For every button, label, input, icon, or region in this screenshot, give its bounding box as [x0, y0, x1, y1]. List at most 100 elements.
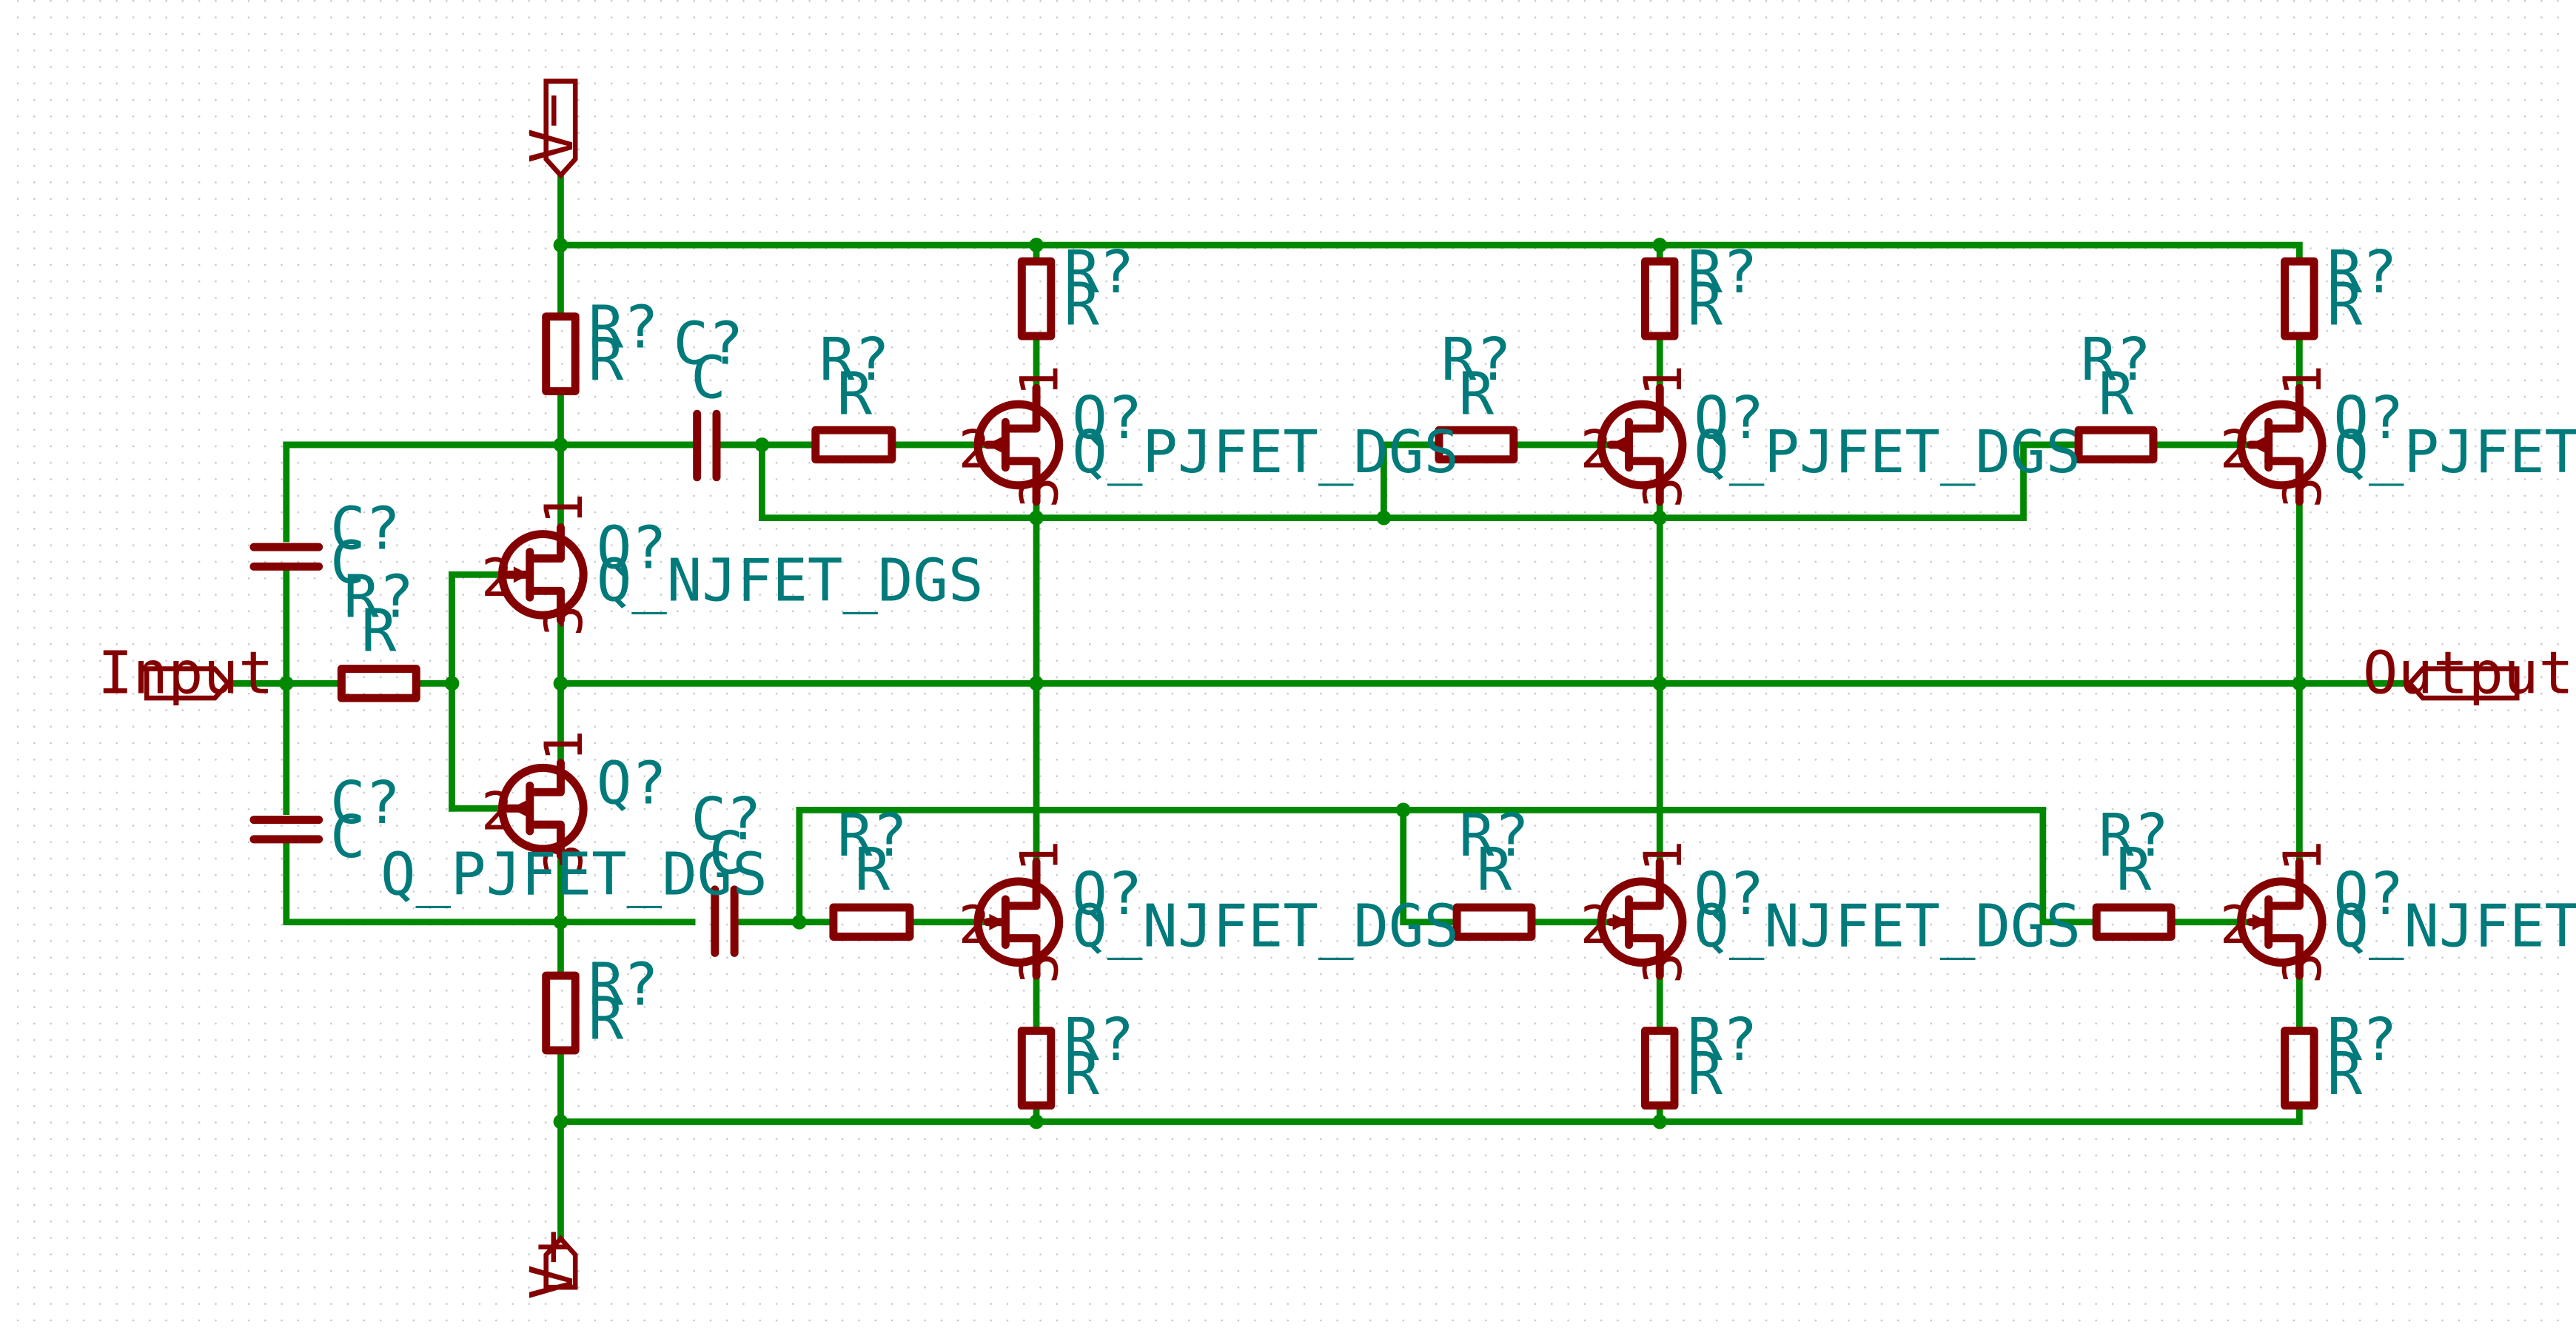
value-q-bot-2: Q_NJFET_DGS [1694, 893, 2081, 961]
value-r-bias-bottom: R [588, 985, 624, 1053]
capacitor-c-in-bottom[interactable] [249, 816, 323, 844]
value-r-gate-top-3: R [2099, 360, 2134, 428]
port-vplus[interactable]: V+ [518, 1229, 586, 1300]
svg-text:3: 3 [2273, 953, 2333, 984]
transistors [498, 383, 2327, 980]
svg-text:1: 1 [1633, 840, 1694, 871]
svg-text:1: 1 [534, 730, 594, 761]
value-c-in-top: C [330, 528, 366, 597]
svg-text:2: 2 [1580, 420, 1611, 480]
transistor-q-top-3[interactable] [2236, 383, 2327, 506]
ref-q-top-2: Q? [1694, 384, 1764, 452]
resistor-r-src-top-1[interactable] [1017, 257, 1056, 340]
component-labels: R? R R? R R? R C? C C? C C? C C? C Q? Q_… [330, 238, 2576, 1108]
ref-r-src-top-3: R? [2327, 238, 2398, 306]
ref-c-in-bottom: C? [330, 769, 400, 837]
resistor-r-gate-top-3[interactable] [2074, 426, 2158, 464]
svg-text:2: 2 [1580, 895, 1611, 956]
resistor-r-bias-bottom[interactable] [542, 971, 580, 1055]
svg-text:2: 2 [481, 548, 512, 608]
resistor-r-gate-bot-1[interactable] [829, 903, 914, 941]
ref-q-bot-3: Q? [2333, 860, 2404, 928]
port-vminus-label: V− [518, 93, 586, 164]
port-input[interactable]: Input [98, 639, 274, 707]
pin-numbers: 1 2 3 1 2 3 1 2 3 1 2 3 1 2 3 1 2 3 1 2 … [481, 365, 2333, 984]
svg-text:1: 1 [1010, 365, 1070, 396]
transistor-q-in-p[interactable] [498, 759, 588, 860]
value-q-in-p: Q_PJFET_DGS [380, 840, 768, 908]
resistor-r-gate-top-1[interactable] [811, 426, 896, 464]
svg-text:3: 3 [1633, 477, 1694, 508]
resistors [337, 257, 2318, 1110]
value-r-bias-top: R [588, 326, 624, 394]
svg-text:2: 2 [2220, 420, 2251, 480]
port-output[interactable]: Output [2363, 639, 2574, 707]
value-r-gate-top-1: R [837, 360, 873, 428]
value-r-gate-bot-3: R [2116, 836, 2152, 904]
transistor-q-top-2[interactable] [1597, 383, 1687, 506]
resistor-r-src-bot-3[interactable] [2281, 1027, 2318, 1110]
svg-text:1: 1 [2273, 840, 2333, 871]
value-r-gate-bot-2: R [1477, 836, 1512, 904]
ref-q-in-p: Q? [597, 750, 667, 818]
grid-background [16, 0, 2560, 1336]
value-c-couple-top: C [691, 343, 726, 412]
ref-q-top-3: Q? [2333, 384, 2404, 452]
port-vplus-label: V+ [518, 1229, 586, 1300]
svg-text:1: 1 [534, 493, 594, 524]
ref-q-in-n: Q? [597, 514, 667, 583]
value-q-top-2: Q_PJFET_DGS [1694, 418, 2081, 486]
ref-c-couple-top: C? [673, 309, 743, 377]
resistor-r-gate-bot-2[interactable] [1452, 903, 1536, 941]
resistor-r-src-bot-1[interactable] [1017, 1027, 1056, 1110]
resistor-r-gate-bot-3[interactable] [2092, 903, 2176, 941]
transistor-q-bot-3[interactable] [2236, 858, 2327, 980]
value-r-src-bot-2: R [1688, 1040, 1723, 1108]
svg-text:1: 1 [2273, 365, 2333, 396]
ref-r-gate-top-1: R? [819, 326, 890, 394]
transistor-q-in-n[interactable] [498, 523, 588, 625]
capacitor-c-couple-top[interactable] [693, 409, 721, 482]
port-vminus[interactable]: V− [518, 78, 586, 179]
capacitor-c-in-top[interactable] [249, 543, 323, 571]
ref-c-couple-bottom: C? [691, 785, 762, 853]
capacitors [249, 409, 739, 957]
value-q-bot-3: Q_NJFET_DGS [2333, 893, 2576, 961]
resistor-r-src-top-2[interactable] [1641, 257, 1679, 340]
port-input-label: Input [98, 639, 274, 707]
ref-r-gate-bot-3: R? [2099, 802, 2169, 870]
resistor-r-input[interactable] [337, 665, 420, 702]
ref-q-top-1: Q? [1072, 384, 1142, 452]
svg-text:3: 3 [1633, 953, 1694, 984]
value-q-bot-1: Q_NJFET_DGS [1072, 893, 1459, 961]
port-output-label: Output [2363, 639, 2574, 707]
resistor-r-src-top-3[interactable] [2281, 257, 2318, 340]
value-c-in-bottom: C [330, 803, 366, 871]
value-r-src-top-3: R [2327, 271, 2363, 339]
ref-r-src-bot-3: R? [2327, 1006, 2398, 1074]
value-r-src-top-1: R [1064, 271, 1099, 339]
ref-r-gate-bot-2: R? [1459, 802, 1529, 870]
ref-r-gate-top-3: R? [2081, 326, 2151, 394]
ref-q-bot-2: Q? [1694, 860, 1764, 928]
ref-r-src-bot-1: R? [1064, 1006, 1134, 1074]
ref-r-bias-bottom: R? [588, 951, 659, 1019]
value-r-src-top-2: R [1688, 271, 1723, 339]
resistor-r-bias-top[interactable] [542, 312, 580, 396]
transistor-q-bot-1[interactable] [973, 858, 1064, 980]
svg-text:3: 3 [1010, 953, 1070, 984]
value-q-in-n: Q_NJFET_DGS [597, 546, 984, 614]
value-q-top-3: Q_PJFET_DGS [2333, 418, 2576, 486]
svg-text:3: 3 [534, 844, 594, 875]
ref-r-input: R? [343, 563, 414, 631]
transistor-q-top-1[interactable] [973, 383, 1064, 506]
value-r-gate-bot-1: R [855, 836, 890, 904]
ref-r-src-top-1: R? [1064, 238, 1134, 306]
transistor-q-bot-2[interactable] [1597, 858, 1687, 980]
resistor-r-gate-top-2[interactable] [1435, 426, 1518, 464]
resistor-r-src-bot-2[interactable] [1641, 1027, 1679, 1110]
svg-text:2: 2 [959, 420, 990, 480]
capacitor-c-couple-bottom[interactable] [711, 885, 739, 957]
svg-text:2: 2 [2220, 895, 2251, 956]
ref-r-gate-top-2: R? [1441, 326, 1512, 394]
